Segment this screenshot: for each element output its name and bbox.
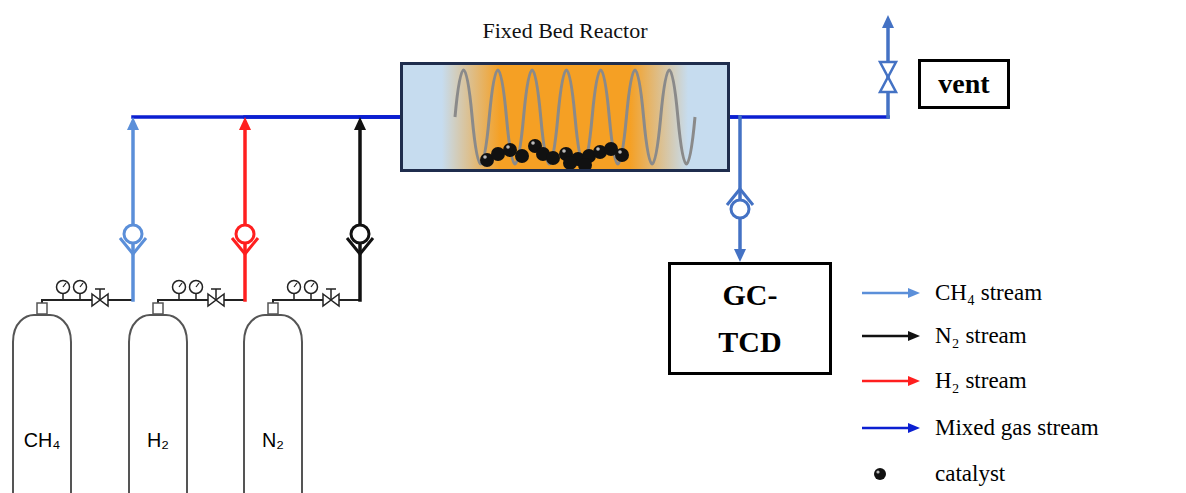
gas-cylinder: H₂ bbox=[128, 314, 188, 493]
arrow-head bbox=[882, 15, 894, 28]
cylinder-outline bbox=[12, 314, 72, 493]
pipe-line bbox=[360, 115, 400, 119]
pipe-line bbox=[158, 300, 245, 314]
arrow-head bbox=[239, 117, 251, 130]
pipe-line bbox=[42, 300, 133, 314]
gas-line bbox=[42, 117, 400, 314]
pipe-line bbox=[273, 300, 360, 314]
pipe-line bbox=[738, 117, 742, 250]
cylinder-outline bbox=[128, 314, 188, 493]
gas-cylinder: N₂ bbox=[243, 314, 303, 493]
cylinder-outline bbox=[243, 314, 303, 493]
gas-line bbox=[730, 15, 894, 117]
legend-label: CH₄ stream bbox=[935, 280, 1042, 306]
analyzer-box: GC- TCD bbox=[668, 262, 832, 375]
legend-row: catalyst bbox=[862, 458, 1005, 490]
node-label: vent bbox=[938, 67, 989, 101]
gas-cylinder: CH₄ bbox=[12, 314, 72, 493]
legend-sample bbox=[862, 418, 922, 438]
legend-row: CH₄ stream bbox=[862, 277, 1042, 309]
legend-row: Mixed gas stream bbox=[862, 412, 1099, 444]
vent-box: vent bbox=[918, 59, 1010, 109]
legend-sample bbox=[862, 283, 922, 303]
legend-row: H₂ stream bbox=[862, 365, 1027, 397]
legend-label: H₂ stream bbox=[935, 368, 1027, 394]
arrow-head bbox=[734, 249, 746, 262]
cylinder-label: H₂ bbox=[128, 427, 188, 453]
pipe-line bbox=[131, 129, 135, 300]
arrow-head bbox=[354, 117, 366, 130]
legend-row: N₂ stream bbox=[862, 320, 1027, 352]
check-valve-symbol bbox=[120, 189, 753, 254]
cylinder-label: N₂ bbox=[243, 427, 303, 453]
node-label: GC- TCD bbox=[705, 272, 795, 365]
legend-sample bbox=[862, 464, 922, 484]
vent-valve-symbol bbox=[880, 62, 896, 92]
legend-label: catalyst bbox=[935, 461, 1005, 487]
arrow-head bbox=[127, 117, 139, 130]
pipe-line bbox=[358, 129, 362, 300]
legend-label: Mixed gas stream bbox=[935, 415, 1099, 441]
legend-sample bbox=[862, 326, 922, 346]
legend-label: N₂ stream bbox=[935, 323, 1027, 349]
pipe-line bbox=[243, 129, 247, 300]
legend-sample bbox=[862, 371, 922, 391]
pipe-line bbox=[245, 115, 400, 119]
pipe-line bbox=[730, 115, 888, 119]
reactor-box: Fixed Bed Reactor bbox=[400, 62, 730, 172]
reactor-title: Fixed Bed Reactor bbox=[403, 18, 727, 44]
reactor-illustration bbox=[403, 65, 727, 172]
cylinder-label: CH₄ bbox=[12, 427, 72, 453]
regulator-symbol bbox=[37, 281, 339, 315]
